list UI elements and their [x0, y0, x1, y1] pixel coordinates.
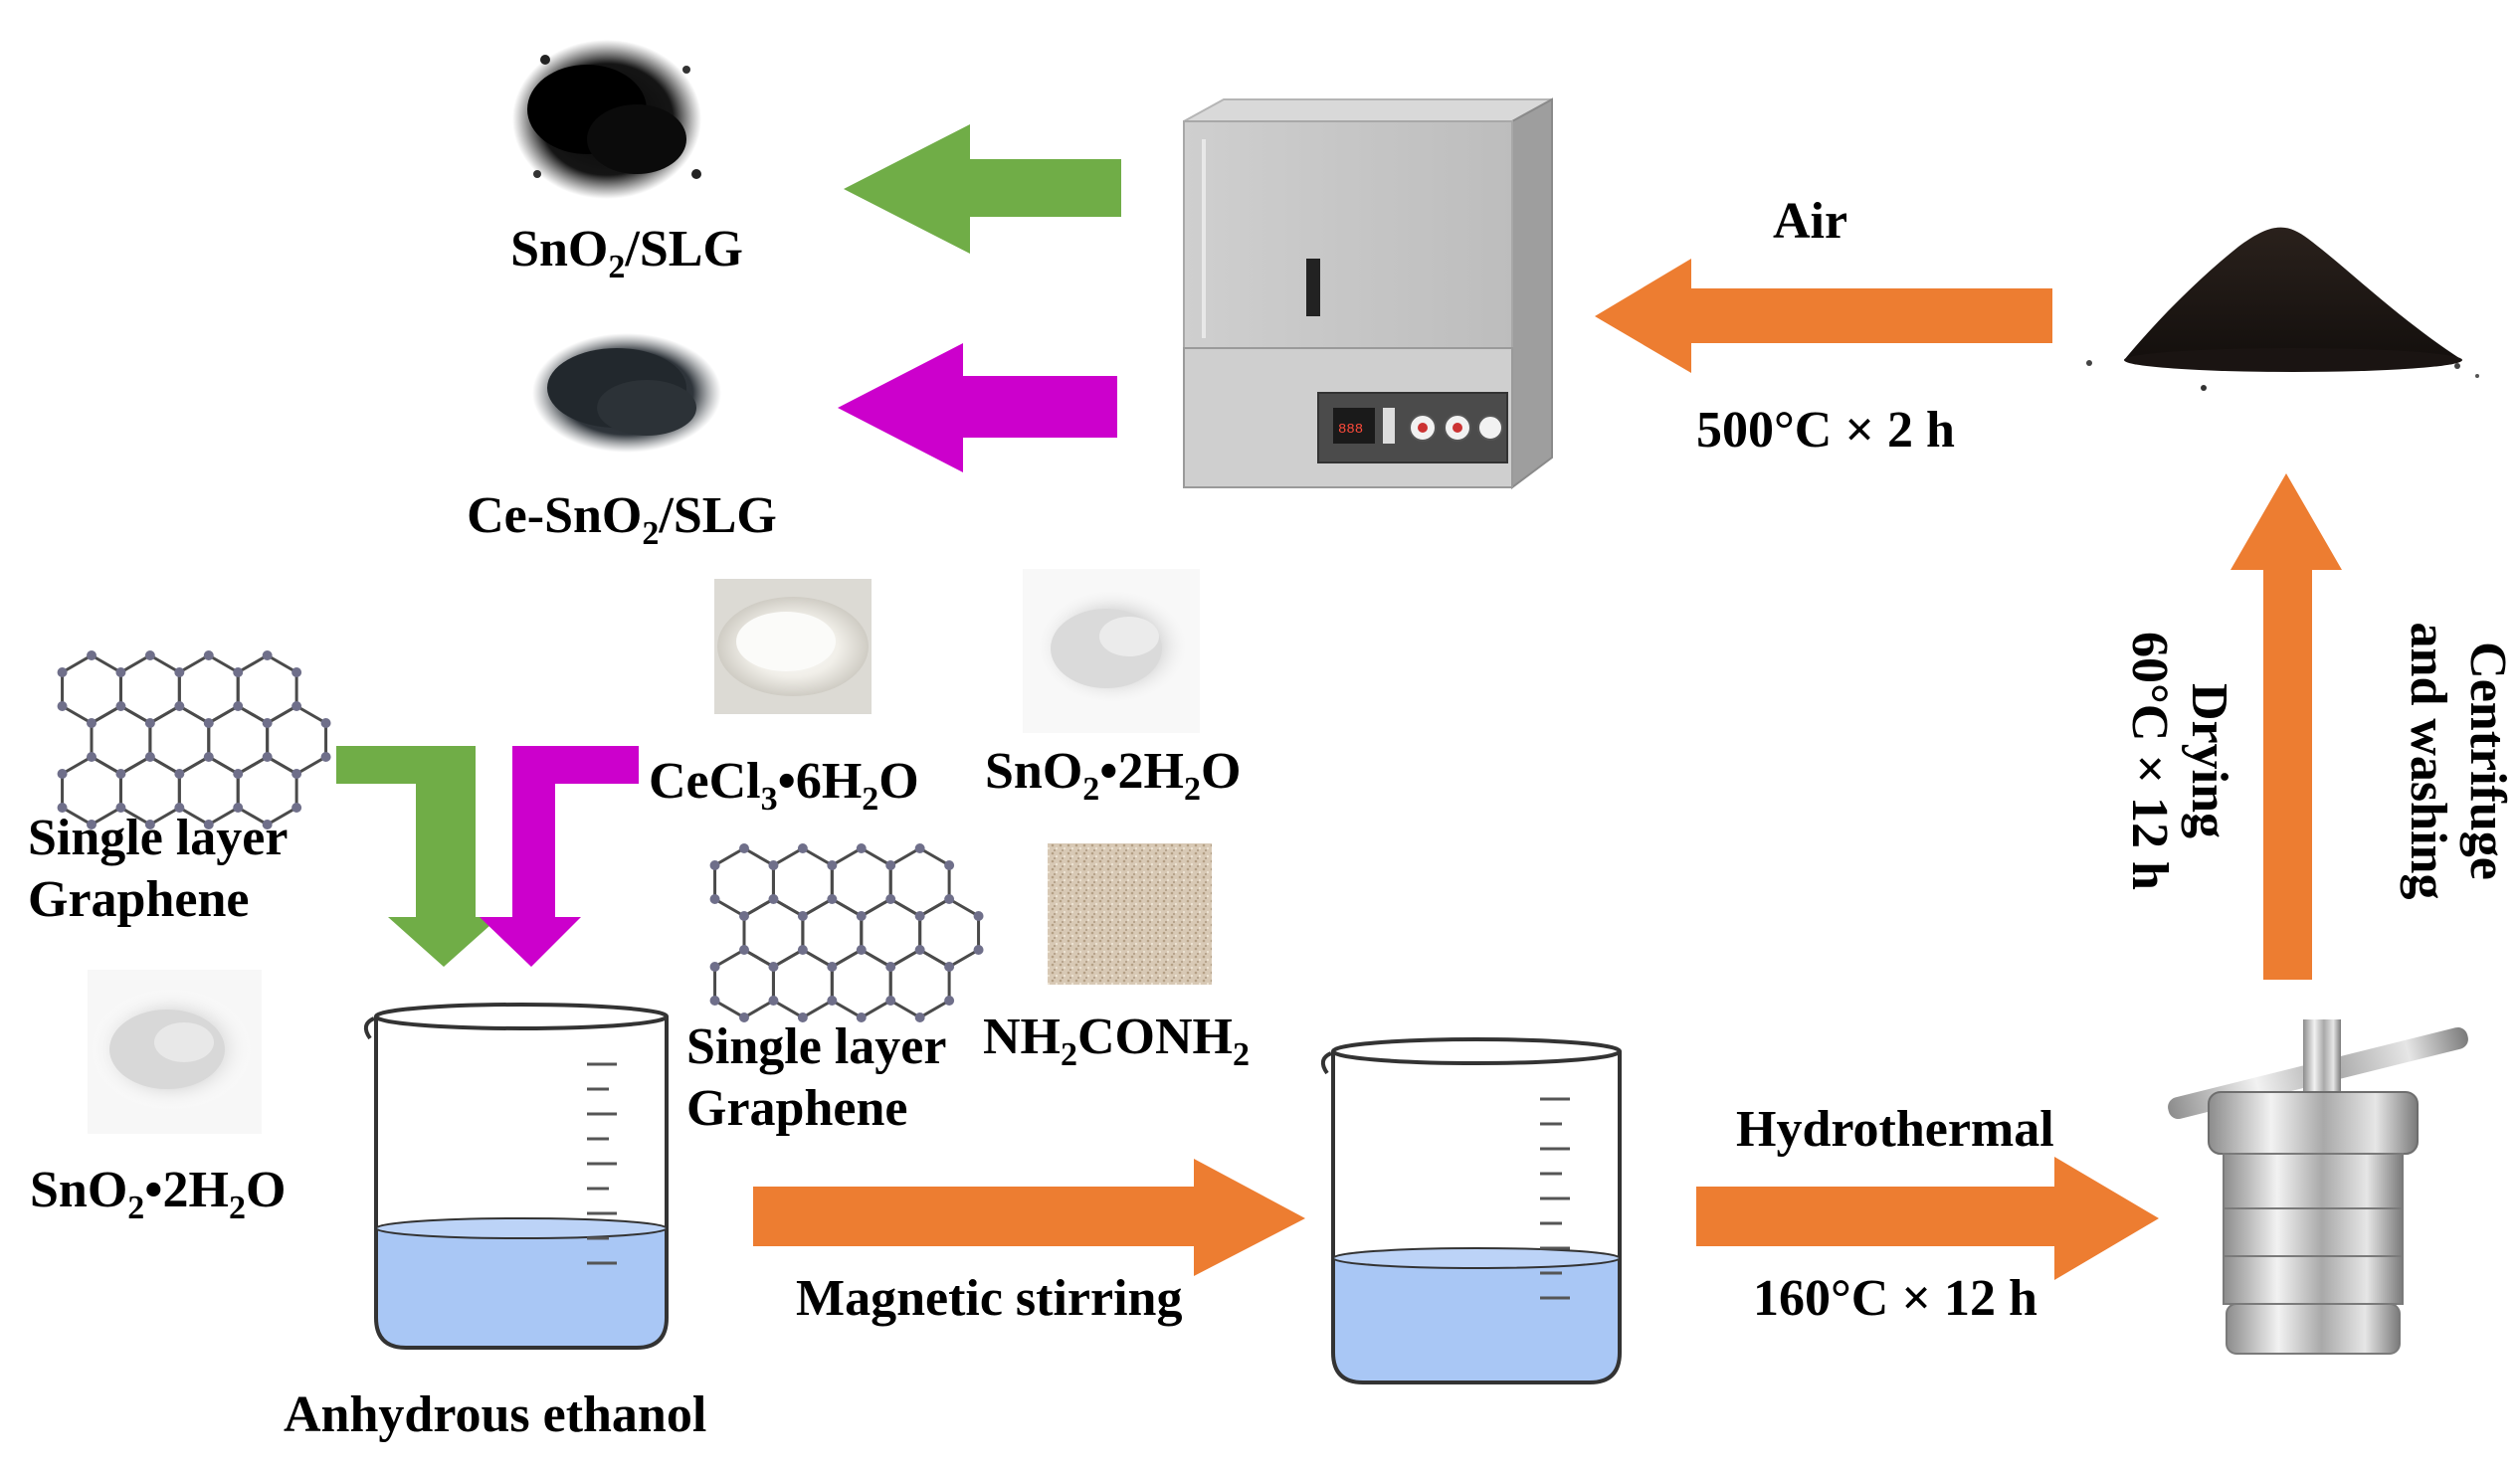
- graphene-lattice-icon: [57, 650, 331, 829]
- cecl3-6h2o-powder-icon: [714, 579, 872, 714]
- magenta-bent-arrow-icon: [480, 746, 639, 967]
- sno2-slg-powder-icon: [512, 40, 701, 199]
- cecl3-6h2o-label: CeCl3•6H2O: [649, 753, 919, 818]
- solvent-label: Anhydrous ethanol: [284, 1386, 707, 1443]
- sno2-2h2o-powder-left-icon: [88, 970, 262, 1134]
- graphene-lattice-icon: [709, 843, 984, 1022]
- green-arrow-left-icon: [844, 124, 1121, 254]
- orange-arrow-up-icon: [2230, 473, 2342, 980]
- beaker-ethanol-icon: [363, 1003, 669, 1350]
- orange-arrow-hydrothermal-icon: [1696, 1157, 2159, 1280]
- dried-powder-pile-icon: [2086, 227, 2479, 391]
- sno2-2h2o-powder-mid-icon: [1023, 569, 1200, 733]
- orange-arrow-stirring-icon: [753, 1159, 1305, 1276]
- mid-sno2-2h2o-label: SnO2•2H2O: [985, 743, 1242, 808]
- calcination-condition-label: 500°C × 2 h: [1696, 402, 1955, 459]
- hydrothermal-condition-label: 160°C × 12 h: [1753, 1270, 2037, 1327]
- svg-text:888: 888: [1338, 422, 1363, 438]
- muffle-furnace-icon: 888: [1183, 97, 1553, 489]
- ce-sno2-slg-label: Ce-SnO2/SLG: [467, 487, 777, 552]
- green-bent-arrow-icon: [336, 746, 499, 967]
- sno2-slg-label: SnO2/SLG: [510, 221, 743, 285]
- atmosphere-label: Air: [1773, 193, 1848, 250]
- mixing-step-label: Magnetic stirring: [796, 1270, 1183, 1327]
- urea-label: NH2CONH2: [983, 1009, 1250, 1073]
- left-sno2-2h2o-label: SnO2•2H2O: [30, 1162, 287, 1226]
- magenta-arrow-left-icon: [838, 343, 1117, 472]
- hydrothermal-label: Hydrothermal: [1736, 1101, 2054, 1158]
- orange-arrow-to-furnace-icon: [1595, 259, 2052, 373]
- urea-powder-icon: [1048, 843, 1212, 985]
- beaker-mixture-icon: [1320, 1037, 1622, 1384]
- ce-sno2-slg-powder-icon: [532, 333, 721, 453]
- hydrothermal-autoclave-icon: [2168, 1019, 2468, 1355]
